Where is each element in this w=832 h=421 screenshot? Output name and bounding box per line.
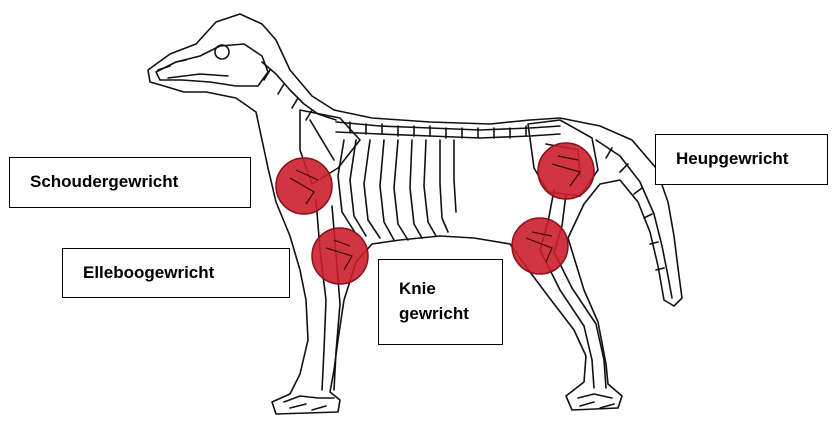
shoulder-joint-label-text: Schoudergewricht <box>30 170 178 195</box>
elbow-joint-highlight <box>312 228 368 284</box>
knee-joint-label-line2: gewricht <box>399 302 469 327</box>
shoulder-joint-label: Schoudergewricht <box>9 157 251 208</box>
hip-joint-label: Heupgewricht <box>655 134 828 185</box>
hip-joint-label-text: Heupgewricht <box>676 147 788 172</box>
knee-joint-label-line1: Knie <box>399 277 469 302</box>
knee-joint-highlight <box>512 218 568 274</box>
hip-joint-highlight <box>538 143 594 199</box>
elbow-joint-label-text: Elleboogewricht <box>83 261 214 286</box>
dog-skeleton-illustration <box>148 14 682 414</box>
elbow-joint-label: Elleboogewricht <box>62 248 290 298</box>
knee-joint-label: Knie gewricht <box>378 259 503 345</box>
